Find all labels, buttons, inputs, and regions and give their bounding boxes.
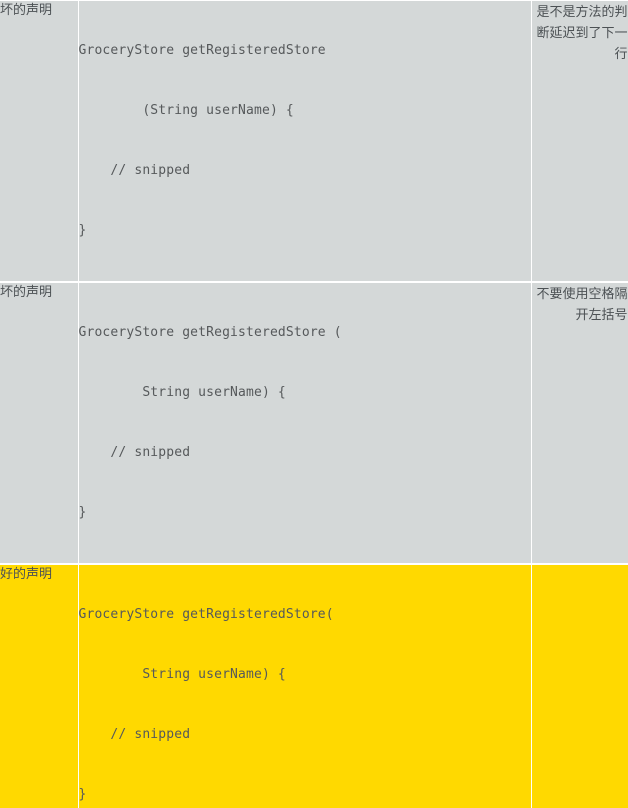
row-label-cell: 坏的声明 — [0, 282, 78, 564]
code-line: GroceryStore getRegisteredStore ( — [79, 323, 531, 343]
code-line: } — [79, 221, 531, 241]
code-line: } — [79, 785, 531, 805]
table-row: 好的声明 GroceryStore getRegisteredStore( St… — [0, 564, 628, 808]
code-line: } — [79, 503, 531, 523]
code-line: // snipped — [79, 725, 531, 745]
declaration-quality-label: 坏的声明 — [0, 284, 52, 299]
code-sample-cell: GroceryStore getRegisteredStore ( String… — [78, 282, 531, 564]
code-sample-cell: GroceryStore getRegisteredStore( String … — [78, 564, 531, 808]
table-row: 坏的声明 GroceryStore getRegisteredStore ( S… — [0, 282, 628, 564]
annotation-text: 是不是方法的判断延迟到了下一行 — [536, 4, 627, 61]
table-row: 坏的声明 GroceryStore getRegisteredStore (St… — [0, 1, 628, 283]
annotation-text: 不要使用空格隔开左括号 — [536, 286, 627, 322]
row-label-cell: 坏的声明 — [0, 1, 78, 283]
annotation-cell: 不要使用空格隔开左括号 — [531, 282, 628, 564]
code-line: GroceryStore getRegisteredStore( — [79, 605, 531, 625]
code-sample-cell: GroceryStore getRegisteredStore (String … — [78, 1, 531, 283]
code-line: // snipped — [79, 161, 531, 181]
code-line: String userName) { — [79, 665, 531, 685]
code-line: (String userName) { — [79, 101, 531, 121]
row-label-cell: 好的声明 — [0, 564, 78, 808]
code-line: GroceryStore getRegisteredStore — [79, 41, 531, 61]
code-line: // snipped — [79, 443, 531, 463]
annotation-cell: 是不是方法的判断延迟到了下一行 — [531, 1, 628, 283]
declaration-quality-label: 坏的声明 — [0, 2, 52, 17]
code-line: String userName) { — [79, 383, 531, 403]
annotation-cell — [531, 564, 628, 808]
declaration-quality-label: 好的声明 — [0, 566, 52, 581]
